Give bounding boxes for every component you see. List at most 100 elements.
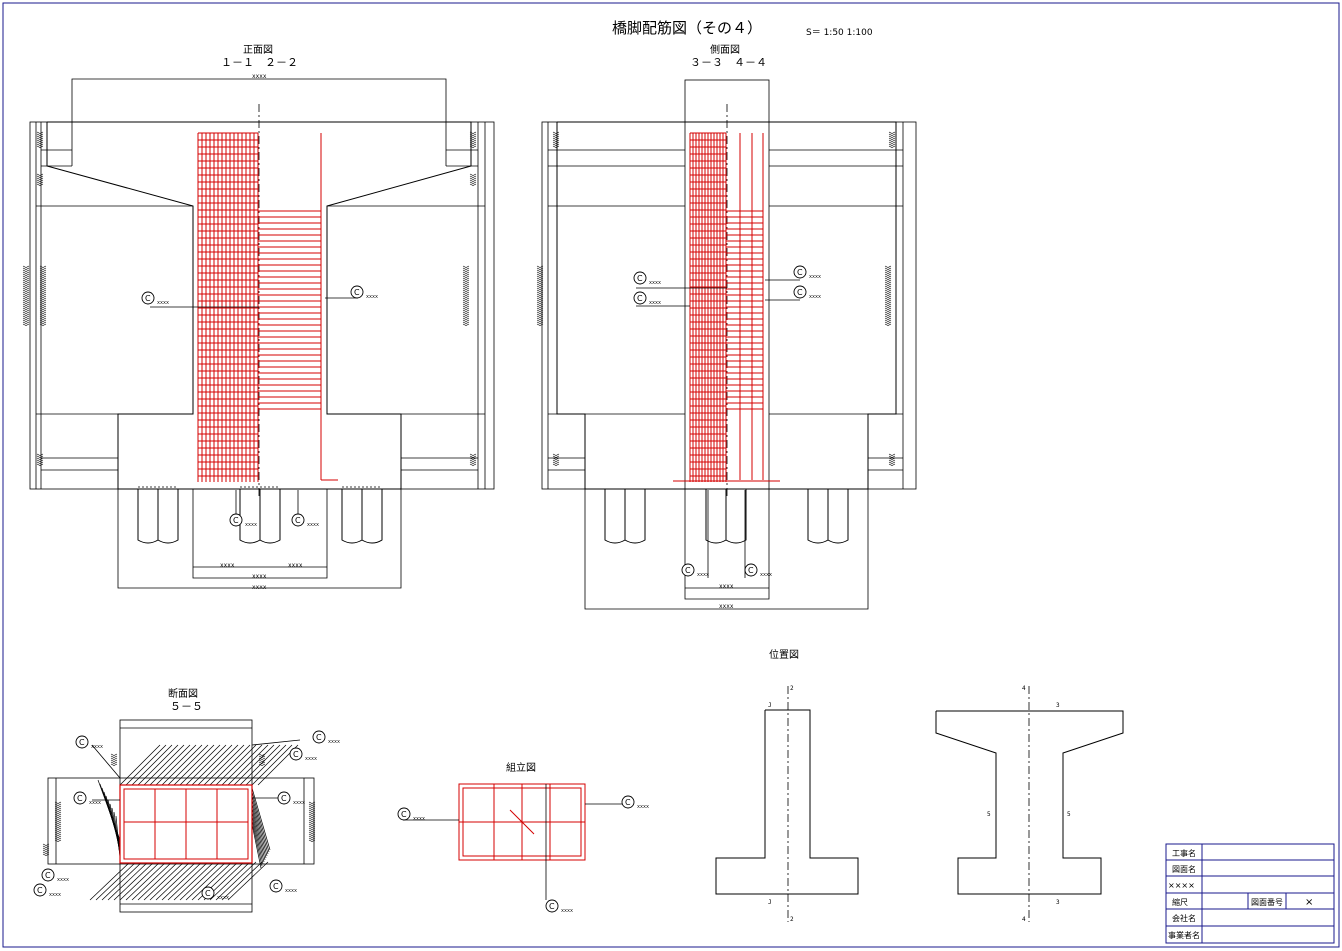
front-view-sections: １－１ ２－２ <box>221 56 298 69</box>
dim-tick <box>884 303 892 306</box>
dim-tick <box>469 179 477 182</box>
dim-tick <box>54 829 62 832</box>
hatch-line <box>119 744 161 786</box>
hatch-line <box>143 861 185 901</box>
dim-tick <box>536 311 544 314</box>
dim-tick <box>536 293 544 296</box>
callout-circle <box>141 291 155 305</box>
loc-right-top-mark: 4 <box>1022 685 1026 692</box>
hatch-line <box>143 744 185 786</box>
callout-dim: xxxx <box>561 908 573 914</box>
dim-tick <box>552 459 560 462</box>
dim-tick <box>54 831 62 834</box>
dim-tick <box>462 293 470 296</box>
assembly-view: 組立図 <box>403 761 628 900</box>
location-view: 位置図 2 J J 2 4 3 3 4 5 5 <box>715 648 1124 923</box>
dim-tick <box>536 313 544 316</box>
dim-tick <box>536 317 544 320</box>
dim-tick <box>39 269 47 272</box>
loc-left-bottom-mark: 2 <box>790 916 794 923</box>
dim-tick <box>884 319 892 322</box>
loc-right-mid-mark-l: 5 <box>987 811 991 818</box>
dim-tick <box>469 135 477 138</box>
dim-tick <box>39 295 47 298</box>
callout-letter: C <box>79 738 85 747</box>
callout-letter: C <box>797 288 803 297</box>
location-view-title: 位置図 <box>769 648 799 661</box>
callout-circle <box>201 886 215 900</box>
dim-tick <box>884 317 892 320</box>
dim-tick <box>22 305 30 308</box>
hatch-line <box>251 795 269 855</box>
callout-circle <box>350 285 364 299</box>
dim-tick <box>39 289 47 292</box>
dim-tick <box>888 143 896 146</box>
front-bottom-dim-3: xxxx <box>220 562 235 569</box>
dim-tick <box>462 267 470 270</box>
dim-tick <box>462 277 470 280</box>
dim-tick <box>308 829 316 832</box>
dim-tick <box>536 297 544 300</box>
dim-tick <box>36 143 44 146</box>
dim-tick <box>308 823 316 826</box>
dim-tick <box>110 759 118 762</box>
dim-tick <box>884 297 892 300</box>
drawing-title: 橋脚配筋図（その４） <box>612 19 762 37</box>
dim-tick <box>36 131 44 134</box>
dim-tick <box>22 289 30 292</box>
callout-dim: xxxx <box>89 800 101 806</box>
dim-tick <box>552 133 560 136</box>
hatch-line <box>251 799 268 857</box>
dim-tick <box>308 803 316 806</box>
dim-tick <box>462 305 470 308</box>
dim-tick <box>884 307 892 310</box>
dim-tick <box>39 279 47 282</box>
dim-tick <box>39 297 47 300</box>
cross-mark: × <box>1305 897 1313 908</box>
dim-tick <box>110 753 118 756</box>
callout-dim: xxxx <box>328 739 340 745</box>
dim-tick <box>36 133 44 136</box>
hatch-line <box>113 861 155 901</box>
callout-circle <box>744 563 758 577</box>
dim-tick <box>308 827 316 830</box>
dim-tick <box>308 825 316 828</box>
dim-tick <box>308 813 316 816</box>
dim-tick <box>308 817 316 820</box>
dim-tick <box>54 809 62 812</box>
scale-text: S＝ 1:50 1:100 <box>806 28 873 38</box>
dim-tick <box>39 311 47 314</box>
dim-tick <box>54 819 62 822</box>
dim-tick <box>462 323 470 326</box>
callout-circle <box>75 735 89 749</box>
dim-tick <box>39 321 47 324</box>
dim-tick <box>42 849 50 852</box>
hatch-line <box>251 791 270 853</box>
callout-letter: C <box>625 798 631 807</box>
dim-tick <box>22 267 30 270</box>
hatch-line <box>137 744 179 786</box>
dim-tick <box>110 763 118 766</box>
dim-tick <box>552 143 560 146</box>
dim-tick <box>469 463 477 466</box>
hatch-line <box>221 861 263 901</box>
dim-tick <box>462 317 470 320</box>
dim-tick <box>552 139 560 142</box>
dim-tick <box>552 461 560 464</box>
dim-tick <box>462 285 470 288</box>
dim-tick <box>54 801 62 804</box>
dim-tick <box>469 133 477 136</box>
dim-tick <box>536 319 544 322</box>
dim-tick <box>536 315 544 318</box>
callout-circle <box>312 730 326 744</box>
dim-tick <box>469 455 477 458</box>
dim-tick <box>258 753 266 756</box>
hatch-line <box>89 861 131 901</box>
dim-tick <box>22 319 30 322</box>
dim-tick <box>36 463 44 466</box>
callout-dim: xxxx <box>413 816 425 822</box>
hatch-line <box>155 744 197 786</box>
dim-tick <box>552 135 560 138</box>
dim-tick <box>888 455 896 458</box>
dim-tick <box>39 267 47 270</box>
